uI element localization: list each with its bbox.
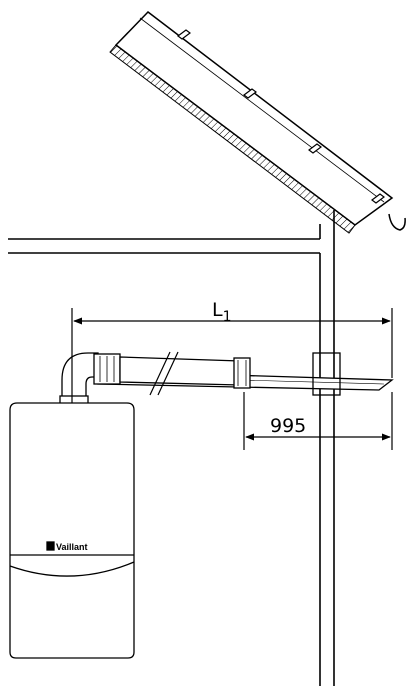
roof-inner-line bbox=[139, 17, 385, 203]
boiler-casing bbox=[9, 402, 135, 659]
pipe-break-mark-1 bbox=[149, 351, 171, 396]
dimension-995: 995 bbox=[243, 392, 393, 450]
l1-label: L1 bbox=[212, 299, 232, 325]
flue-pipe-upper bbox=[119, 356, 241, 386]
roof-tiles bbox=[177, 29, 385, 204]
roof bbox=[109, 10, 406, 234]
flue-pipe bbox=[59, 351, 394, 405]
flue-pipe-wall-sleeve bbox=[312, 352, 341, 396]
boiler: Vaillant bbox=[9, 402, 135, 659]
pipe-break-mark-2 bbox=[157, 351, 179, 396]
building-structure bbox=[8, 210, 335, 686]
roof-gutter bbox=[388, 213, 406, 231]
flue-elbow bbox=[61, 352, 99, 399]
l1-label-subscript: 1 bbox=[223, 309, 232, 325]
flue-pipe-clamp bbox=[233, 357, 251, 389]
boiler-brand-logo-mark bbox=[46, 541, 55, 551]
l1-label-main: L bbox=[212, 299, 223, 321]
roof-board bbox=[114, 10, 394, 226]
995-label: 995 bbox=[270, 415, 306, 437]
boiler-brand-label: Vaillant bbox=[56, 542, 88, 552]
boiler-front-curve bbox=[9, 561, 135, 577]
roof-insulation-hatch bbox=[109, 44, 356, 234]
